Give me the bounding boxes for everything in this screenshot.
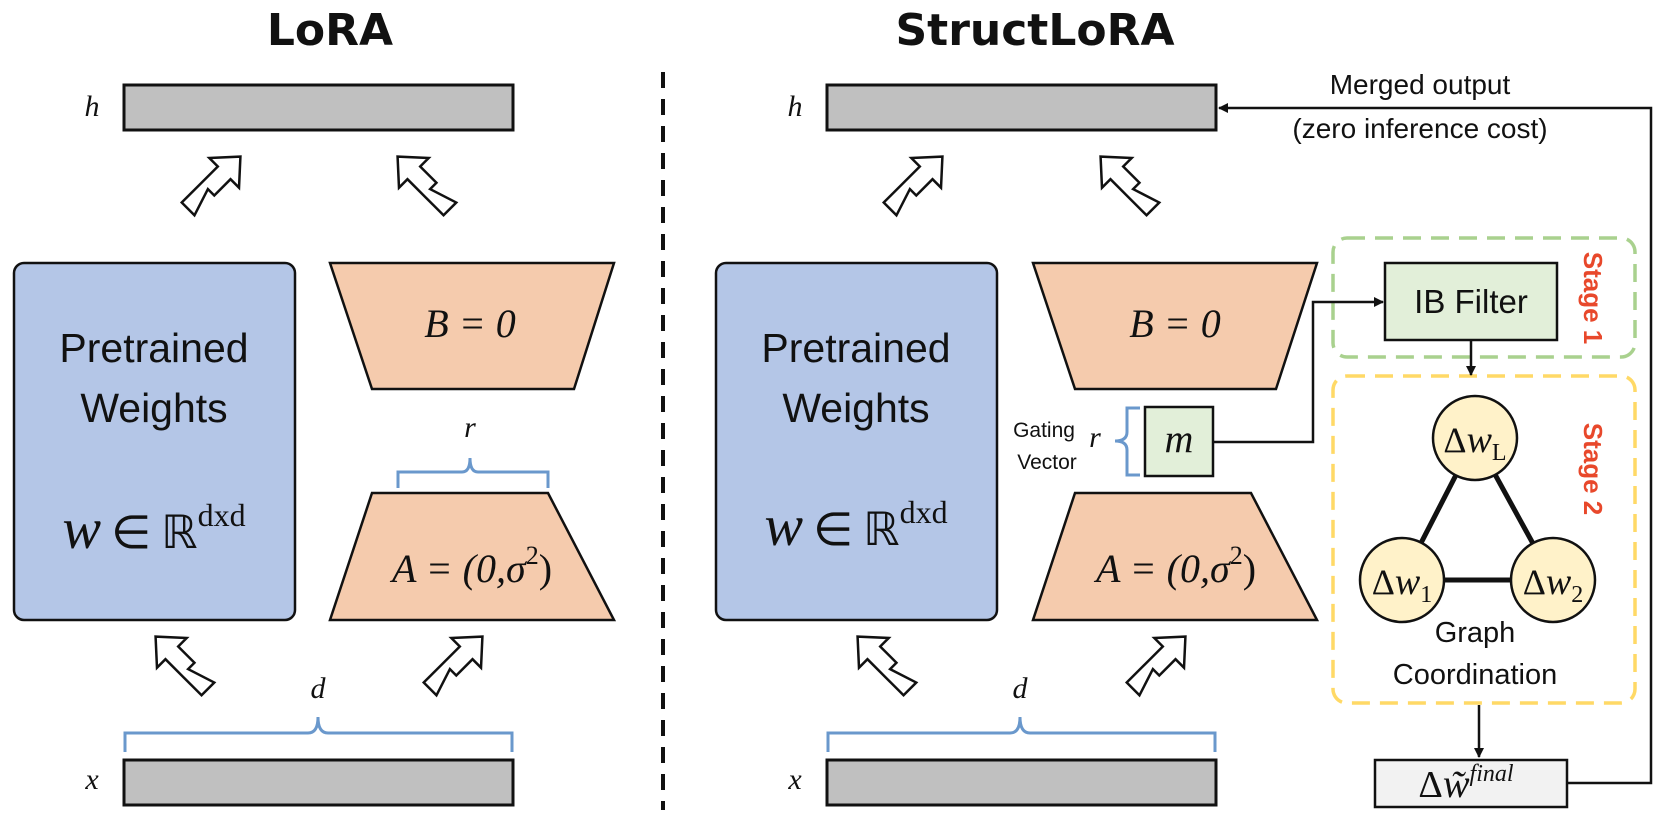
- structlora-x-label: x: [787, 763, 802, 796]
- lora-pretrained-label-line2: Weights: [80, 385, 227, 431]
- lora-up-arrow-right-bottom: [421, 635, 484, 698]
- structlora-up-arrow-right-top: [1099, 155, 1162, 218]
- lora-panel: LoRA h Pretrained Weights w∈ℝdxd B = 0 r…: [12, 5, 617, 807]
- graph-node-delta-w-1: [1358, 536, 1446, 624]
- ib-filter-label: IB Filter: [1414, 283, 1528, 320]
- graph-node-delta-w-2: [1509, 536, 1597, 624]
- final-delta-w-label: Δw̃final: [1418, 761, 1513, 806]
- lora-x-label: x: [84, 763, 99, 796]
- graph-node-delta-w-1-label: Δw1: [1372, 561, 1433, 608]
- merged-output-label-line2: (zero inference cost): [1292, 113, 1547, 144]
- stage2-label: Stage 2: [1578, 423, 1608, 516]
- graph-node-delta-w-l-label: ΔwL: [1443, 419, 1506, 466]
- lora-pretrained-label-line1: Pretrained: [59, 325, 248, 371]
- connector-final-to-h: [1218, 103, 1653, 785]
- structlora-weight-formula: w∈ℝdxd: [764, 493, 947, 558]
- structlora-a-matrix: [1031, 491, 1320, 622]
- gating-r-label: r: [1089, 421, 1101, 454]
- graph-node-delta-w-l: [1431, 394, 1519, 482]
- lora-x-bar: [122, 758, 515, 807]
- structlora-panel: StructLoRA h Merged output (zero inferen…: [714, 5, 1653, 809]
- structlora-title: StructLoRA: [895, 5, 1174, 56]
- stage1-region: [1331, 236, 1637, 359]
- graph-coordination-label-line2: Coordination: [1393, 659, 1557, 691]
- lora-up-arrow-left-top: [179, 155, 242, 218]
- structlora-up-arrow-left-top: [881, 155, 944, 218]
- structlora-d-brace: [826, 716, 1217, 752]
- lora-a-matrix: [328, 491, 617, 622]
- lora-pretrained-weights-box: [12, 261, 297, 622]
- gating-vector-m-box: [1143, 405, 1215, 478]
- lora-weight-formula: w∈ℝdxd: [62, 496, 245, 561]
- structlora-a-label: A = (0,σ2): [1093, 541, 1256, 591]
- gating-m-label: m: [1165, 416, 1194, 461]
- structlora-pretrained-weights-box: [714, 261, 999, 622]
- graph-coordination-label-line1: Graph: [1435, 617, 1516, 649]
- lora-r-brace: [396, 457, 550, 488]
- lora-title: LoRA: [267, 5, 393, 56]
- structlora-pretrained-label-line2: Weights: [782, 385, 929, 431]
- gating-r-brace: [1114, 406, 1140, 477]
- structlora-b-label: B = 0: [1129, 301, 1220, 346]
- structlora-x-bar: [825, 758, 1218, 807]
- lora-d-brace: [123, 716, 514, 752]
- lora-b-label: B = 0: [424, 301, 515, 346]
- structlora-b-matrix: [1031, 261, 1319, 391]
- lora-b-matrix: [328, 261, 616, 391]
- lora-a-label: A = (0,σ2): [389, 541, 552, 591]
- lora-d-label: d: [311, 672, 327, 705]
- graph-node-delta-w-2-label: Δw2: [1523, 561, 1584, 608]
- merged-output-label-line1: Merged output: [1330, 69, 1511, 100]
- connector-m-to-ib-filter: [1213, 297, 1384, 444]
- lora-h-bar: [122, 83, 515, 132]
- structlora-up-arrow-right-bottom: [1124, 635, 1187, 698]
- structlora-h-bar: [825, 83, 1218, 132]
- gating-vector-label-line2: Vector: [1017, 451, 1077, 474]
- structlora-pretrained-label-line1: Pretrained: [761, 325, 950, 371]
- lora-up-arrow-right-top: [396, 155, 459, 218]
- lora-up-arrow-left-bottom: [154, 635, 217, 698]
- stage1-label: Stage 1: [1578, 252, 1608, 345]
- lora-h-label: h: [85, 90, 100, 123]
- structlora-h-label: h: [788, 90, 803, 123]
- structlora-up-arrow-left-bottom: [856, 635, 919, 698]
- structlora-d-label: d: [1013, 672, 1029, 705]
- lora-r-label: r: [464, 411, 476, 444]
- gating-vector-label-line1: Gating: [1013, 419, 1075, 442]
